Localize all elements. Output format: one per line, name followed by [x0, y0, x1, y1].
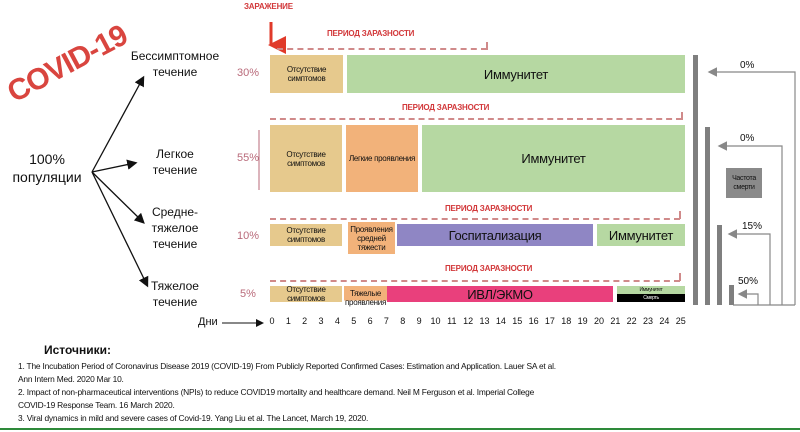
day-tick-label: 9 [416, 316, 422, 326]
day-tick-label: 10 [430, 316, 441, 326]
mortality-bar [717, 225, 722, 305]
population-label: 100% популяции [12, 151, 82, 185]
source-line: COVID-19 Response Team. 16 March 2020. [18, 400, 175, 410]
day-tick-label: 14 [495, 316, 506, 326]
day-tick-label: 4 [334, 316, 340, 326]
day-tick-label: 12 [463, 316, 474, 326]
mortality-label: Частота смерти [726, 168, 762, 198]
source-line: 1. The Incubation Period of Coronavirus … [18, 361, 556, 371]
phase-no-symptoms: Отсутствие симптомов [270, 224, 342, 246]
phase-moderate-symptoms: Проявления средней тяжести [348, 222, 395, 254]
day-tick-label: 3 [318, 316, 324, 326]
row-percent: 55% [237, 152, 260, 164]
phase-no-symptoms: Отсутствие симптомов [270, 285, 342, 303]
contagious-label: ПЕРИОД ЗАРАЗНОСТИ [402, 103, 490, 112]
contagious-period-line [270, 118, 682, 120]
day-tick-label: 18 [561, 316, 572, 326]
day-tick-label: 19 [577, 316, 588, 326]
phase-no-symptoms: Отсутствие симптомов [270, 55, 343, 93]
phase-immunity: Иммунитет [617, 286, 685, 294]
mortality-rate: 0% [740, 60, 755, 71]
phase-immunity: Иммунитет [347, 55, 685, 93]
day-tick-label: 6 [367, 316, 373, 326]
mortality-bar [705, 127, 710, 305]
day-tick-label: 7 [383, 316, 389, 326]
contagious-label: ПЕРИОД ЗАРАЗНОСТИ [445, 264, 533, 273]
day-tick-label: 11 [447, 316, 457, 326]
day-tick-label: 25 [675, 316, 686, 326]
source-line: Ann Intern Med. 2020 Mar 10. [18, 374, 124, 384]
day-tick-label: 2 [302, 316, 308, 326]
day-tick-label: 22 [626, 316, 637, 326]
phase-hospitalization: Госпитализация [397, 224, 593, 246]
mortality-rate: 50% [738, 276, 759, 287]
infection-label: ЗАРАЖЕНИЕ [244, 2, 293, 11]
contagious-label: ПЕРИОД ЗАРАЗНОСТИ [445, 204, 533, 213]
phase-death: Смерть [617, 294, 685, 302]
day-tick-label: 15 [512, 316, 523, 326]
row-percent: 5% [240, 288, 256, 300]
days-label: Дни [198, 316, 218, 328]
day-tick-label: 17 [544, 316, 555, 326]
mortality-rate: 15% [742, 221, 763, 232]
contagious-period-line [270, 280, 680, 282]
mortality-rate: 0% [740, 133, 755, 144]
day-tick-label: 5 [351, 316, 357, 326]
phase-ventilation-ecmo: ИВЛ/ЭКМО [387, 286, 613, 302]
source-line: 3. Viral dynamics in mild and severe cas… [18, 413, 369, 423]
mortality-bar [729, 285, 734, 305]
phase-immunity: Иммунитет [422, 125, 685, 192]
day-tick-label: 0 [269, 316, 275, 326]
phase-severe-symptoms: Тяжелые проявления [344, 286, 387, 310]
contagious-period-line [270, 218, 680, 220]
day-tick-label: 20 [593, 316, 604, 326]
bottom-border [0, 428, 800, 430]
day-tick-label: 1 [285, 316, 291, 326]
contagious-period-line [277, 48, 487, 50]
day-tick-label: 8 [400, 316, 406, 326]
phase-mild-symptoms: Легкие проявления [346, 125, 418, 192]
day-tick-label: 21 [610, 316, 621, 326]
phase-no-symptoms: Отсутствие симптомов [270, 125, 342, 192]
day-tick-label: 23 [643, 316, 654, 326]
day-tick-label: 13 [479, 316, 490, 326]
mortality-bar [693, 55, 698, 305]
source-line: 2. Impact of non-pharmaceutical interven… [18, 387, 535, 397]
phase-immunity: Иммунитет [597, 224, 685, 246]
day-tick-label: 16 [528, 316, 539, 326]
row-percent: 10% [237, 230, 260, 242]
row-percent: 30% [237, 67, 260, 79]
day-tick-label: 24 [659, 316, 670, 326]
sources-title: Источники: [44, 343, 112, 357]
contagious-label: ПЕРИОД ЗАРАЗНОСТИ [327, 29, 415, 38]
